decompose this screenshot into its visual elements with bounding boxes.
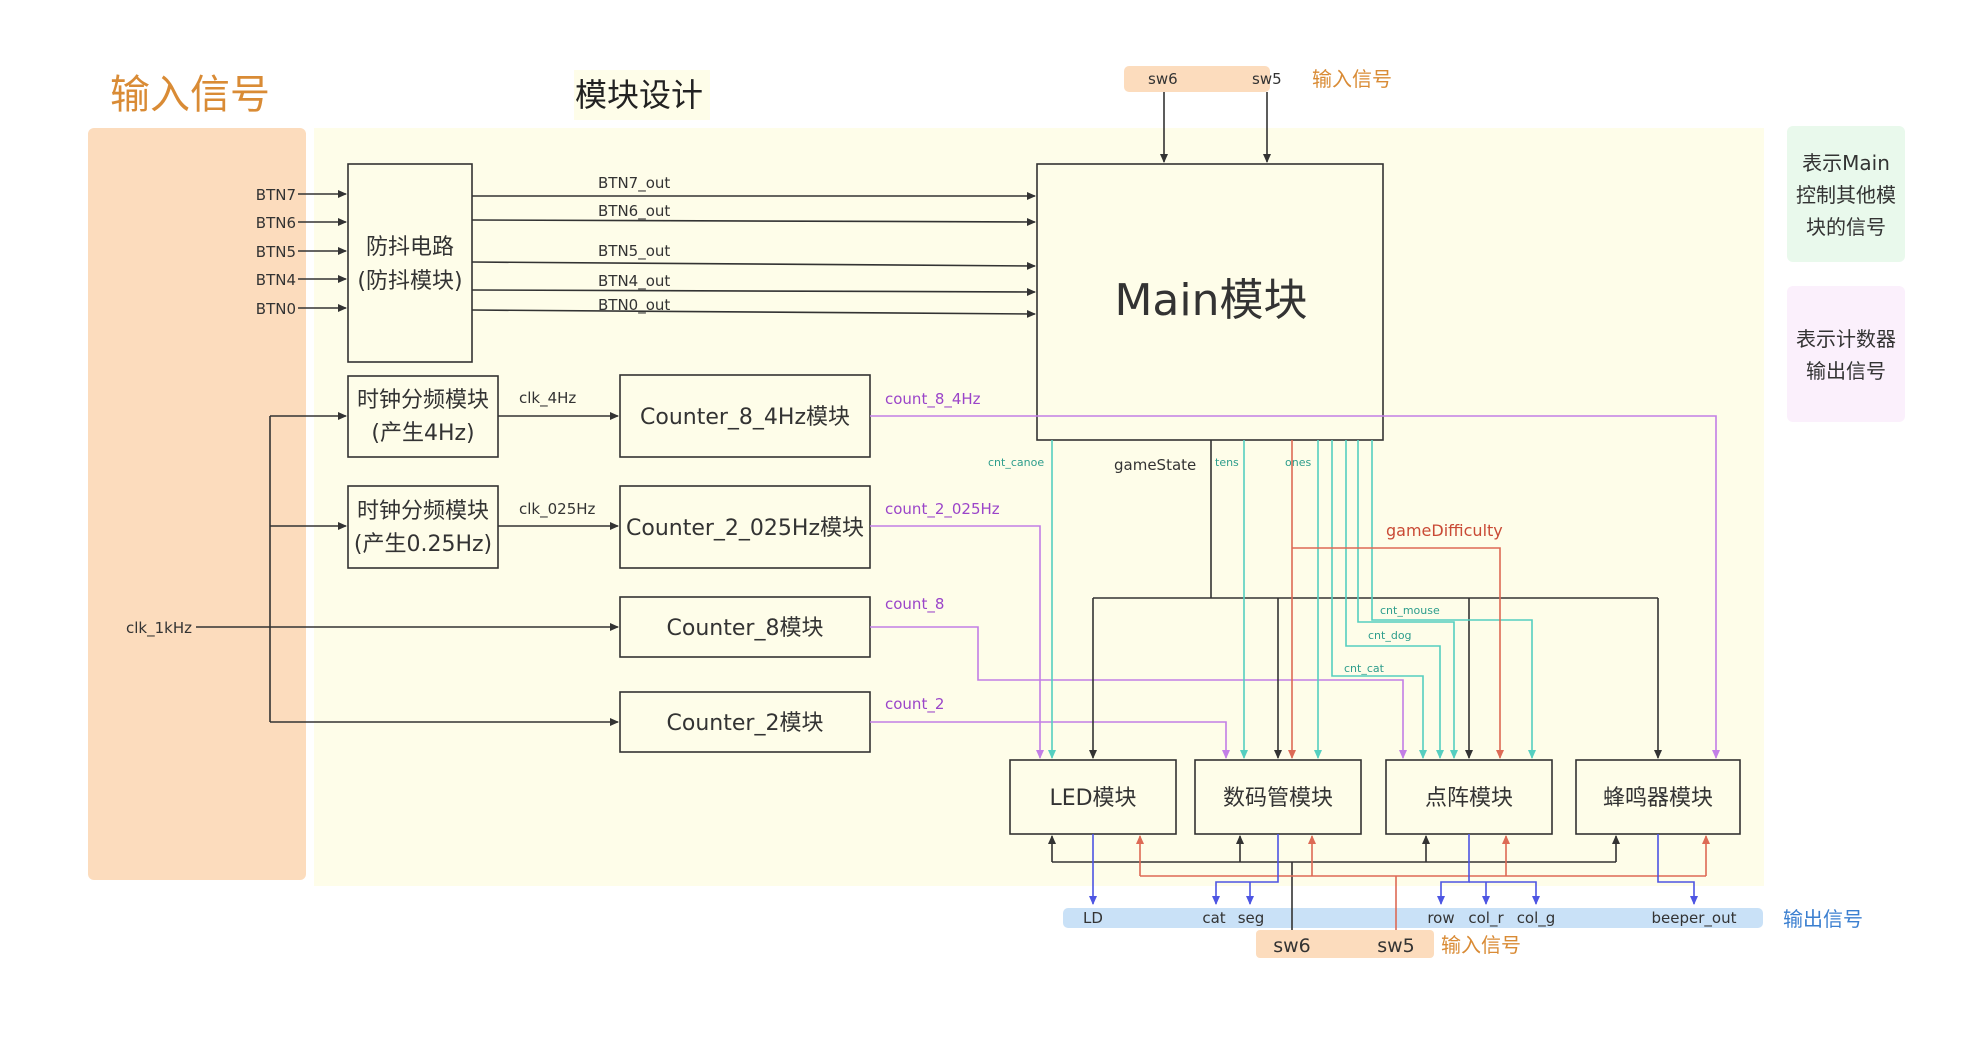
output-signals-bar — [1063, 908, 1763, 928]
count-8-4hz-label: count_8_4Hz — [885, 390, 981, 409]
legend-main-control — [1787, 126, 1905, 262]
top-sw6-label: sw6 — [1148, 70, 1178, 88]
clkdiv4-title: 时钟分频模块 — [357, 388, 489, 413]
legend-counter-output — [1787, 286, 1905, 422]
module-design-heading: 模块设计 — [575, 76, 703, 114]
segment-display-module — [1194, 759, 1362, 835]
bottom-switch-bar — [1256, 930, 1434, 958]
btn6-label: BTN6 — [256, 214, 296, 232]
clkdiv025-subtitle: (产生0.25Hz) — [354, 532, 492, 557]
bottom-sw5-label: sw5 — [1377, 935, 1415, 957]
btn0-label: BTN0 — [256, 300, 296, 318]
cnt-mouse-label: cnt_mouse — [1380, 604, 1440, 617]
output-ld: LD — [1083, 909, 1103, 927]
btn4-label: BTN4 — [256, 271, 296, 289]
debounce-title: 防抖电路 — [366, 235, 454, 260]
btn5-out-label: BTN5_out — [598, 242, 670, 261]
buzzer-label: 蜂鸣器模块 — [1603, 786, 1713, 811]
count-2-label: count_2 — [885, 695, 944, 714]
btn5-label: BTN5 — [256, 243, 296, 261]
btn6-out-label: BTN6_out — [598, 202, 670, 221]
counter-2-module — [619, 691, 871, 753]
counter-2-025hz-label: Counter_2_025Hz模块 — [626, 516, 864, 541]
btn7-out-label: BTN7_out — [598, 174, 670, 193]
legend-main-line1: 表示Main — [1802, 151, 1890, 175]
clkdiv4-subtitle: (产生4Hz) — [371, 421, 474, 446]
cnt-cat-label: cnt_cat — [1344, 662, 1385, 675]
led-module — [1009, 759, 1177, 835]
cnt-dog-label: cnt_dog — [1368, 629, 1412, 642]
legend-counter-line1: 表示计数器 — [1796, 327, 1896, 351]
module-design-heading-bg — [574, 70, 710, 120]
output-beeper-out: beeper_out — [1652, 909, 1737, 928]
counter-8-4hz-module — [619, 374, 871, 458]
top-input-signals-label: 输入信号 — [1312, 67, 1392, 91]
output-col-g: col_g — [1517, 909, 1556, 928]
input-signals-heading: 输入信号 — [110, 72, 270, 118]
debounce-subtitle: (防抖模块) — [357, 269, 462, 294]
clk-025hz-label: clk_025Hz — [519, 500, 596, 519]
dot-matrix-label: 点阵模块 — [1425, 786, 1513, 811]
counter-8-label: Counter_8模块 — [667, 616, 824, 641]
debounce-module — [347, 163, 473, 363]
clk-1khz-label: clk_1kHz — [126, 619, 192, 638]
clkdiv025-title: 时钟分频模块 — [357, 499, 489, 524]
game-state-label: gameState — [1114, 456, 1196, 474]
led-label: LED模块 — [1049, 786, 1136, 811]
top-sw5-label: sw5 — [1252, 70, 1282, 88]
main-module-label: Main模块 — [1114, 275, 1307, 326]
dot-matrix-module — [1385, 759, 1553, 835]
cnt-canoe-label: cnt_canoe — [988, 456, 1044, 469]
counter-2-label: Counter_2模块 — [667, 711, 824, 736]
count-2-025hz-label: count_2_025Hz — [885, 500, 1000, 519]
ones-label: ones — [1285, 456, 1311, 469]
segment-label: 数码管模块 — [1223, 786, 1333, 811]
btn0-out-label: BTN0_out — [598, 296, 670, 315]
input-signals-panel — [88, 128, 306, 880]
tens-label: tens — [1215, 456, 1239, 469]
btn7-label: BTN7 — [256, 186, 296, 204]
count-8-label: count_8 — [885, 595, 944, 614]
output-row: row — [1427, 909, 1454, 927]
counter-8-module — [619, 596, 871, 658]
clock-divider-4hz-module — [347, 375, 499, 458]
output-seg: seg — [1238, 909, 1265, 927]
game-difficulty-label: gameDifficulty — [1386, 521, 1503, 540]
bottom-input-signals-label: 输入信号 — [1441, 933, 1521, 957]
buzzer-module — [1575, 759, 1741, 835]
output-signals-label: 输出信号 — [1783, 907, 1863, 931]
top-switch-bar — [1124, 66, 1270, 92]
legend-main-line2: 控制其他模 — [1796, 183, 1896, 207]
counter-8-4hz-label: Counter_8_4Hz模块 — [640, 405, 850, 430]
legend-main-line3: 块的信号 — [1806, 215, 1886, 239]
bottom-sw6-label: sw6 — [1273, 935, 1311, 957]
main-module — [1036, 163, 1384, 441]
clk-4hz-label: clk_4Hz — [519, 389, 576, 408]
output-cat: cat — [1202, 909, 1225, 927]
output-col-r: col_r — [1468, 909, 1504, 928]
counter-2-025hz-module — [619, 485, 871, 569]
legend-counter-line2: 输出信号 — [1806, 359, 1886, 383]
btn4-out-label: BTN4_out — [598, 272, 670, 291]
clock-divider-025hz-module — [347, 485, 499, 569]
